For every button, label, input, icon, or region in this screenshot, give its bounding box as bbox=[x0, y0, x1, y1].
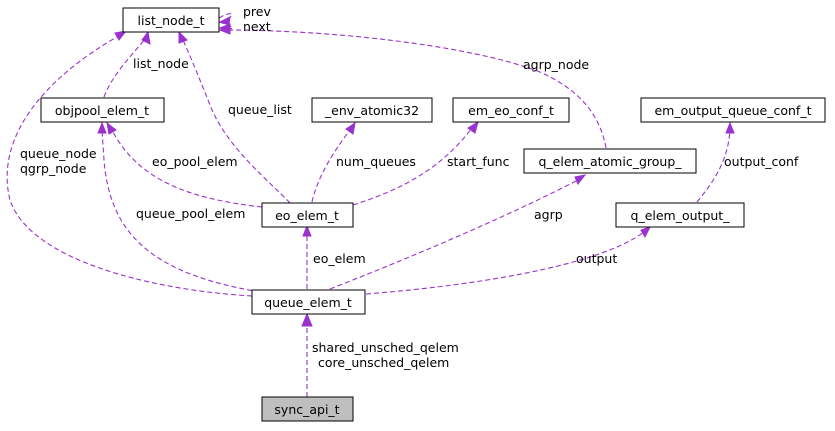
edge-queue-elem-to-list-node bbox=[6, 33, 253, 297]
arrow-output-to-output-conf bbox=[725, 121, 735, 134]
node-env-atomic32[interactable]: _env_atomic32 bbox=[311, 97, 433, 123]
node-em-eo-conf-t[interactable]: em_eo_conf_t bbox=[452, 97, 570, 123]
node-em-output-queue-conf-t[interactable]: em_output_queue_conf_t bbox=[640, 97, 826, 123]
edge-eo-elem-to-eo-conf bbox=[352, 127, 473, 206]
label-queue-pool-elem: queue_pool_elem bbox=[136, 206, 245, 221]
node-sync-api-t[interactable]: sync_api_t bbox=[261, 396, 354, 422]
label-queue-node: queue_node bbox=[20, 146, 97, 161]
arrow-eo-elem-to-objpool bbox=[106, 121, 117, 135]
label-output-conf: output_conf bbox=[724, 154, 799, 169]
node-q-elem-output[interactable]: q_elem_output_ bbox=[615, 202, 745, 228]
label-agrp-node: agrp_node bbox=[523, 57, 589, 72]
node-objpool-elem-t[interactable]: objpool_elem_t bbox=[40, 97, 165, 123]
label-prev: prev bbox=[243, 4, 271, 19]
node-label-eo-elem-t: eo_elem_t bbox=[275, 208, 339, 223]
node-label-em-eo-conf-t: em_eo_conf_t bbox=[468, 103, 554, 118]
label-list-node: list_node bbox=[133, 56, 189, 71]
node-label-objpool-elem-t: objpool_elem_t bbox=[55, 103, 149, 118]
arrow-queue-elem-to-agrp bbox=[574, 174, 587, 185]
node-label-env-atomic32: _env_atomic32 bbox=[324, 103, 419, 118]
node-list-node-t[interactable]: list_node_t bbox=[122, 7, 220, 33]
label-shared-unsched-qelem: shared_unsched_qelem bbox=[312, 340, 459, 355]
node-label-queue-elem-t: queue_elem_t bbox=[264, 295, 352, 310]
edge-agrp-to-list-node bbox=[225, 29, 607, 149]
arrow-sync-api-to-queue-elem bbox=[301, 312, 313, 327]
edge-eo-elem-to-env-atomic bbox=[311, 129, 351, 203]
arrow-queue-elem-to-output bbox=[640, 226, 651, 239]
label-next: next bbox=[243, 19, 271, 34]
edge-eo-elem-to-objpool bbox=[111, 129, 263, 208]
arrow-queue-elem-to-objpool bbox=[97, 121, 107, 134]
node-label-em-output-queue-conf-t: em_output_queue_conf_t bbox=[654, 103, 811, 118]
node-label-list-node-t: list_node_t bbox=[138, 13, 205, 28]
arrow-agrp-to-list-node bbox=[218, 25, 231, 35]
edge-objpool-to-list-node bbox=[103, 37, 147, 98]
node-label-q-elem-atomic-group: q_elem_atomic_group_ bbox=[539, 154, 683, 169]
edge-queue-elem-to-output bbox=[365, 231, 645, 295]
label-core-unsched-qelem: core_unsched_qelem bbox=[318, 355, 449, 370]
label-num-queues: num_queues bbox=[336, 154, 416, 169]
label-eo-pool-elem: eo_pool_elem bbox=[152, 154, 238, 169]
node-label-q-elem-output: q_elem_output_ bbox=[631, 208, 731, 223]
node-eo-elem-t[interactable]: eo_elem_t bbox=[261, 202, 354, 228]
label-start-func: start_func bbox=[447, 154, 510, 169]
label-eo-elem: eo_elem bbox=[313, 251, 366, 266]
node-q-elem-atomic-group[interactable]: q_elem_atomic_group_ bbox=[523, 148, 697, 174]
edge-eo-elem-to-list-node bbox=[181, 37, 291, 204]
arrow-eo-elem-to-env-atomic bbox=[345, 121, 356, 135]
edge-output-to-output-conf bbox=[696, 129, 731, 203]
arrow-list-node-self-prev bbox=[218, 16, 231, 26]
node-label-sync-api-t: sync_api_t bbox=[274, 402, 339, 417]
edge-queue-elem-to-agrp bbox=[329, 179, 579, 290]
arrow-queue-elem-to-list-node bbox=[114, 30, 128, 41]
arrow-objpool-to-list-node bbox=[141, 30, 151, 45]
label-output: output bbox=[576, 251, 617, 266]
label-agrp: agrp bbox=[534, 207, 563, 222]
node-queue-elem-t[interactable]: queue_elem_t bbox=[251, 289, 366, 315]
edge-queue-elem-to-objpool bbox=[101, 129, 261, 293]
arrow-queue-elem-to-eo-elem bbox=[302, 224, 312, 237]
arrow-eo-elem-to-list-node bbox=[178, 30, 188, 44]
arrow-eo-elem-to-eo-conf bbox=[467, 120, 479, 134]
label-queue-list: queue_list bbox=[228, 102, 292, 117]
label-qgrp-node: qgrp_node bbox=[20, 161, 87, 176]
